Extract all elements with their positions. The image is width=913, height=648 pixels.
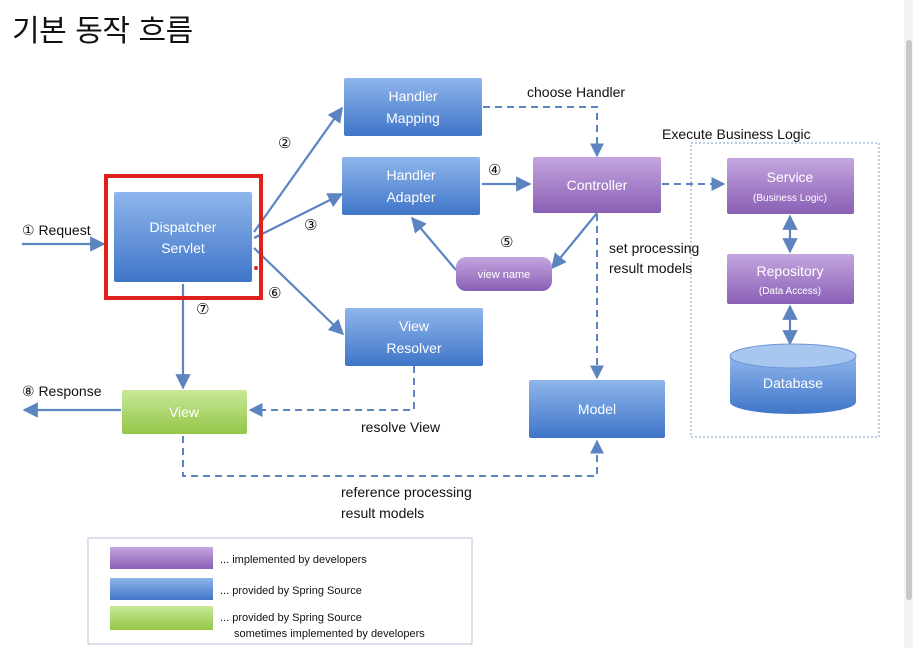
handler-mapping-box: [344, 78, 482, 136]
arrow-to-handler-adapter: [253, 193, 344, 239]
legend: ... implemented by developers ... provid…: [87, 537, 473, 645]
view-name-box: [456, 257, 552, 291]
page-title: 기본 동작 흐름: [12, 14, 193, 49]
legend-label-3b: sometimes implemented by developers: [234, 628, 425, 640]
step3-label: ③: [304, 217, 317, 234]
database-cylinder: [729, 343, 857, 414]
arrow-view-name-to-adapter: [411, 216, 457, 271]
repository-label: Repository: [757, 263, 824, 279]
view-resolver-box: [345, 308, 483, 366]
legend-label-1: ... implemented by developers: [220, 554, 367, 566]
step6-label: ⑥: [268, 285, 281, 302]
reference-model-arrow: [182, 436, 604, 477]
view-resolver-label-2: Resolver: [386, 340, 442, 356]
model-box: [529, 380, 665, 438]
arrow-to-handler-mapping: [253, 106, 343, 233]
reference-processing-label-2: result models: [341, 505, 424, 521]
step4-label: ④: [488, 162, 501, 179]
scrollbar-thumb[interactable]: [906, 40, 912, 600]
vertical-scrollbar[interactable]: [904, 0, 913, 648]
step5-label: ⑤: [500, 234, 513, 251]
handler-mapping-label-2: Mapping: [386, 110, 440, 126]
set-processing-label-2: result models: [609, 260, 692, 276]
legend-label-2: ... provided by Spring Source: [220, 585, 362, 597]
service-label: Service: [767, 169, 814, 185]
set-processing-label-1: set processing: [609, 240, 699, 256]
highlight-dot: [254, 266, 258, 270]
legend-swatch-purple: [110, 547, 213, 569]
arrow-to-view-name: [551, 212, 598, 270]
dispatcher-label-2: Servlet: [161, 240, 205, 256]
response-label: ⑧ Response: [22, 383, 102, 399]
arrow-to-view-resolver: [253, 247, 345, 336]
dispatcher-servlet-box: [114, 192, 252, 282]
business-logic-container: [690, 142, 880, 438]
repository-sublabel: (Data Access): [759, 286, 821, 297]
handler-adapter-label-2: Adapter: [386, 189, 435, 205]
view-label: View: [169, 404, 200, 420]
choose-handler-label: choose Handler: [527, 84, 625, 100]
legend-swatch-blue: [110, 578, 213, 600]
controller-box: [533, 157, 661, 213]
execute-business-logic-label: Execute Business Logic: [662, 126, 811, 142]
service-sublabel: (Business Logic): [753, 193, 827, 204]
controller-label: Controller: [567, 177, 628, 193]
service-box: [727, 158, 854, 214]
legend-swatch-green: [110, 606, 213, 630]
dispatcher-label-1: Dispatcher: [150, 219, 217, 235]
view-name-label: view name: [478, 269, 531, 281]
view-resolver-label-1: View: [399, 318, 430, 334]
view-box: [122, 390, 247, 434]
legend-label-3: ... provided by Spring Source: [220, 612, 362, 624]
reference-processing-label-1: reference processing: [341, 484, 472, 500]
handler-adapter-label-1: Handler: [386, 167, 435, 183]
step7-label: ⑦: [196, 301, 209, 318]
step2-label: ②: [278, 135, 291, 152]
repository-box: [727, 254, 854, 304]
dispatcher-highlight: [104, 174, 263, 300]
handler-mapping-label-1: Handler: [388, 88, 437, 104]
database-label: Database: [763, 375, 823, 391]
resolve-view-arrow: [248, 366, 415, 417]
model-label: Model: [578, 401, 616, 417]
request-label: ① Request: [22, 222, 91, 238]
handler-adapter-box: [342, 157, 480, 215]
resolve-view-label: resolve View: [361, 419, 441, 435]
choose-handler-arrow: [483, 106, 604, 158]
